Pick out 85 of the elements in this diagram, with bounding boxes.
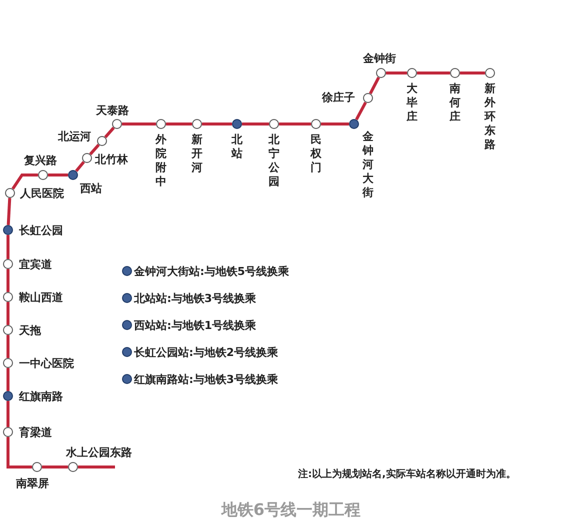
metro-line xyxy=(12,174,38,190)
station-marker xyxy=(3,292,13,302)
station-name: 宜宾道 xyxy=(19,258,52,271)
metro-line xyxy=(6,235,10,259)
station-marker xyxy=(450,68,460,78)
station-name: 复兴路 xyxy=(24,154,57,167)
interchange-station-marker xyxy=(3,225,13,235)
station-name: 一中心医院 xyxy=(19,357,74,370)
station-name: 红旗南路 xyxy=(19,390,63,403)
station-marker xyxy=(269,119,279,129)
metro-line xyxy=(242,122,269,126)
station-marker xyxy=(38,170,48,180)
legend-text: 红旗南路站:与地铁3号线换乘 xyxy=(134,373,278,386)
metro-line xyxy=(6,269,10,292)
metro-line xyxy=(6,302,10,325)
station-name: 新开河 xyxy=(191,133,203,175)
caption: 地铁6号线一期工程 xyxy=(221,500,361,519)
station-marker xyxy=(3,427,13,437)
metro-line xyxy=(355,102,367,120)
station-marker xyxy=(192,119,202,129)
station-name: 人民医院 xyxy=(20,187,64,200)
station-name: 鞍山西道 xyxy=(19,291,63,304)
metro-line xyxy=(6,368,10,391)
station-name: 金钟街 xyxy=(363,52,396,65)
station-name: 北宁公园 xyxy=(268,133,280,189)
metro-line xyxy=(122,122,156,126)
station-name: 长虹公园 xyxy=(19,224,63,237)
station-marker xyxy=(311,119,321,129)
metro-line xyxy=(78,466,115,468)
metro-line xyxy=(6,401,10,427)
legend-text: 金钟河大街站:与地铁5号线换乘 xyxy=(134,265,290,278)
station-name: 西站 xyxy=(80,182,102,195)
metro-line xyxy=(386,72,407,74)
station-name: 民权门 xyxy=(310,133,322,175)
station-name: 外院附中 xyxy=(155,133,167,189)
station-marker xyxy=(376,68,386,78)
station-marker xyxy=(97,136,107,146)
metro-line xyxy=(75,160,85,172)
station-marker xyxy=(68,462,78,472)
metro-line xyxy=(104,126,115,138)
station-marker xyxy=(407,68,417,78)
station-marker xyxy=(3,259,13,269)
interchange-station-marker xyxy=(232,119,242,129)
station-name: 水上公园东路 xyxy=(66,446,132,459)
station-marker xyxy=(82,153,92,163)
station-marker xyxy=(485,68,495,78)
station-name: 北站 xyxy=(231,133,243,161)
metro-line xyxy=(6,198,12,226)
station-marker xyxy=(112,119,122,129)
metro-line xyxy=(89,144,100,156)
interchange-station-marker xyxy=(68,170,78,180)
station-marker xyxy=(3,325,13,335)
metro-line xyxy=(42,466,68,468)
station-name: 徐庄子 xyxy=(322,91,355,104)
station-marker xyxy=(363,93,373,103)
metro-line xyxy=(48,174,68,176)
metro-line xyxy=(368,76,380,94)
metro-line xyxy=(166,122,192,126)
station-name: 南何庄 xyxy=(449,82,461,124)
metro-line xyxy=(321,122,349,126)
metro-line xyxy=(6,335,10,358)
station-name: 南翠屏 xyxy=(16,477,49,490)
station-name: 大毕庄 xyxy=(406,82,418,124)
metro-line xyxy=(417,72,450,74)
station-name: 育梁道 xyxy=(19,426,52,439)
interchange-station-marker xyxy=(3,391,13,401)
footnote: 注:以上为规划站名,实际车站名称以开通时为准。 xyxy=(298,468,516,481)
station-name: 天泰路 xyxy=(96,104,129,117)
metro-line xyxy=(202,122,232,126)
station-marker xyxy=(156,119,166,129)
station-name: 金钟河大街 xyxy=(362,130,374,200)
station-marker xyxy=(3,358,13,368)
metro-line xyxy=(279,122,311,126)
station-name: 北竹林 xyxy=(95,153,128,166)
metro-line xyxy=(6,437,32,468)
station-name: 天拖 xyxy=(19,324,41,337)
station-marker xyxy=(32,462,42,472)
metro-line xyxy=(460,72,485,74)
station-name: 新外环东路 xyxy=(484,82,496,152)
legend-text: 长虹公园站:与地铁2号线换乘 xyxy=(134,346,278,359)
legend-text: 北站站:与地铁3号线换乘 xyxy=(134,292,256,305)
station-marker xyxy=(5,188,15,198)
interchange-station-marker xyxy=(349,119,359,129)
station-name: 北运河 xyxy=(58,130,91,143)
legend-text: 西站站:与地铁1号线换乘 xyxy=(134,319,256,332)
